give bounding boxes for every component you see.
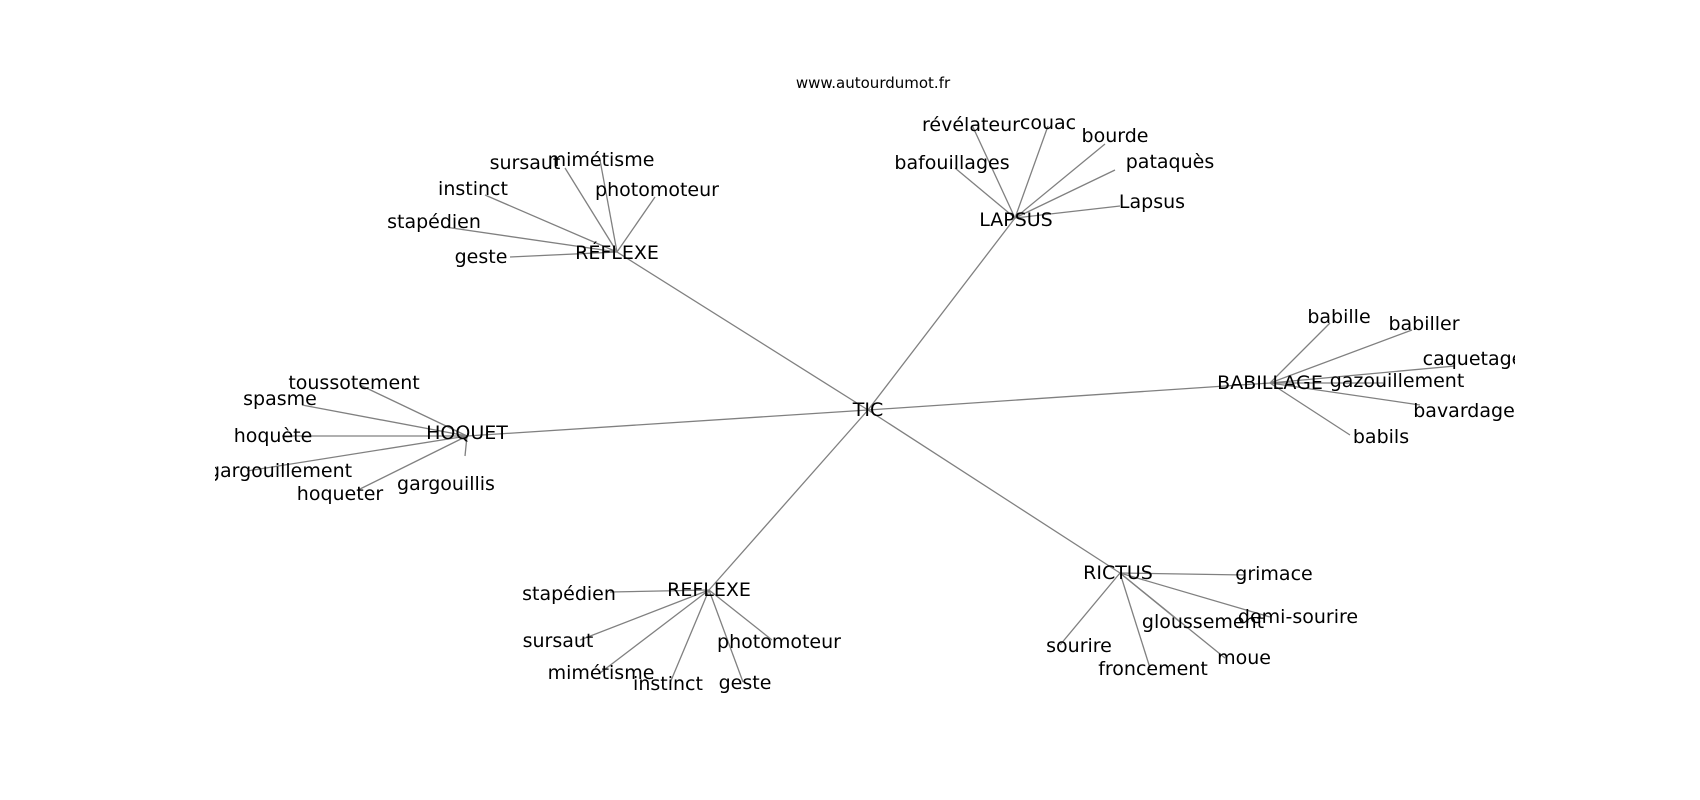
- word-node-sursaut[interactable]: sursaut: [490, 152, 561, 174]
- edge-hoquet-gargouillement: [246, 435, 468, 472]
- edge-lapsus-bourde: [1014, 143, 1106, 219]
- edge-rictus-froncement: [1119, 572, 1151, 669]
- word-node-babils[interactable]: babils: [1353, 426, 1409, 448]
- word-node-froncement[interactable]: froncement: [1098, 658, 1208, 680]
- edge-lapsus-bafouillages: [954, 167, 1016, 219]
- word-node-sourire[interactable]: sourire: [1046, 635, 1112, 657]
- edge-rictus-moue: [1119, 572, 1226, 659]
- edge-root-rictus: [867, 409, 1121, 574]
- edge-reflexe-geste: [708, 589, 744, 683]
- word-node-mimetisme[interactable]: mimétisme: [548, 149, 655, 171]
- edge-babillage-bavardage: [1269, 382, 1421, 406]
- edge-babillage-caquetage: [1269, 365, 1456, 384]
- graph-edges: [246, 124, 1456, 684]
- edge-reflexe-photomoteur: [616, 196, 656, 253]
- word-node-demi-sourire[interactable]: demi-sourire: [1238, 606, 1358, 628]
- edge-rictus-sourire: [1059, 572, 1121, 646]
- hub-node-hoquet[interactable]: HOQUET: [426, 422, 508, 444]
- edge-reflexe-stapedien: [444, 226, 618, 253]
- word-node-bafouillages[interactable]: bafouillages: [894, 152, 1009, 174]
- word-node-couac[interactable]: couac: [1020, 112, 1076, 134]
- word-node-babiller[interactable]: babiller: [1388, 313, 1459, 335]
- edge-reflexe-stapedien: [609, 589, 710, 593]
- word-node-bourde[interactable]: bourde: [1082, 125, 1149, 147]
- word-node-hoquete[interactable]: hoquète: [234, 425, 313, 447]
- edge-lapsus-lapsus: [1014, 205, 1121, 219]
- edge-hoquet-gargouillis: [464, 435, 468, 457]
- edge-reflexe-mimetisme: [599, 589, 710, 674]
- edge-rictus-grimace: [1119, 572, 1246, 576]
- watermark: www.autourdumot.fr: [796, 74, 951, 92]
- edge-lapsus-revelateur: [971, 124, 1016, 219]
- word-node-mimetisme[interactable]: mimétisme: [548, 662, 655, 684]
- word-node-caquetage[interactable]: caquetage: [1423, 348, 1524, 370]
- word-node-photomoteur[interactable]: photomoteur: [595, 179, 719, 201]
- edge-lapsus-couac: [1014, 125, 1049, 219]
- hub-node-reflexe[interactable]: REFLEXE: [667, 579, 751, 601]
- word-node-instinct[interactable]: instinct: [633, 673, 703, 695]
- edge-reflexe-sursaut: [579, 589, 710, 641]
- word-node-geste[interactable]: geste: [455, 246, 508, 268]
- hub-node-babillage[interactable]: BABILLAGE: [1217, 372, 1323, 394]
- edge-babillage-babille: [1269, 322, 1331, 384]
- edge-root-reflexe: [616, 251, 869, 411]
- edge-reflexe-instinct: [484, 194, 618, 253]
- word-node-pataques[interactable]: pataquès: [1126, 151, 1215, 173]
- hub-node-rictus[interactable]: RICTUS: [1083, 562, 1153, 584]
- edge-root-lapsus: [867, 217, 1016, 411]
- edge-hoquet-spasme: [301, 404, 468, 437]
- word-node-hoqueter[interactable]: hoqueter: [297, 483, 384, 505]
- word-node-gloussement[interactable]: gloussement: [1142, 611, 1264, 633]
- word-node-revelateur[interactable]: révélateur: [922, 114, 1020, 136]
- word-node-gargouillis[interactable]: gargouillis: [397, 473, 495, 495]
- edge-rictus-demi-sourire: [1119, 572, 1271, 618]
- word-node-spasme[interactable]: spasme: [243, 388, 317, 410]
- edge-reflexe-geste: [509, 251, 618, 258]
- word-node-grimace[interactable]: grimace: [1235, 563, 1312, 585]
- word-node-gazouillement[interactable]: gazouillement: [1330, 370, 1465, 392]
- word-node-moue[interactable]: moue: [1217, 647, 1271, 669]
- edge-reflexe-photomoteur: [708, 589, 773, 641]
- hub-node-reflexe[interactable]: RÉFLEXE: [575, 241, 659, 264]
- edge-reflexe-sursaut: [564, 167, 618, 253]
- word-node-photomoteur[interactable]: photomoteur: [717, 631, 841, 653]
- edge-reflexe-mimetisme: [599, 159, 618, 253]
- word-node-stapedien[interactable]: stapédien: [387, 211, 481, 233]
- edge-reflexe-instinct: [669, 589, 710, 684]
- word-node-babille[interactable]: babille: [1307, 306, 1370, 328]
- word-node-sursaut[interactable]: sursaut: [523, 630, 594, 652]
- edge-hoquet-hoqueter: [357, 435, 468, 491]
- word-node-gargouillement[interactable]: gargouillement: [208, 460, 352, 482]
- edge-lapsus-pataques: [1014, 169, 1116, 219]
- word-node-lapsus[interactable]: Lapsus: [1119, 191, 1185, 213]
- edge-babillage-babils: [1269, 382, 1351, 436]
- root-node-label[interactable]: TIC: [852, 399, 883, 421]
- word-node-instinct[interactable]: instinct: [438, 178, 508, 200]
- edge-root-babillage: [867, 382, 1271, 411]
- edge-hoquet-toussotement: [359, 384, 468, 437]
- word-node-stapedien[interactable]: stapédien: [522, 583, 616, 605]
- hub-node-lapsus[interactable]: LAPSUS: [979, 209, 1053, 231]
- word-node-geste[interactable]: geste: [719, 672, 772, 694]
- word-node-bavardage[interactable]: bavardage: [1413, 400, 1515, 422]
- word-node-toussotement[interactable]: toussotement: [288, 372, 419, 394]
- edge-babillage-babiller: [1269, 329, 1413, 384]
- edge-root-hoquet: [466, 409, 869, 437]
- edge-root-reflexe: [708, 409, 869, 591]
